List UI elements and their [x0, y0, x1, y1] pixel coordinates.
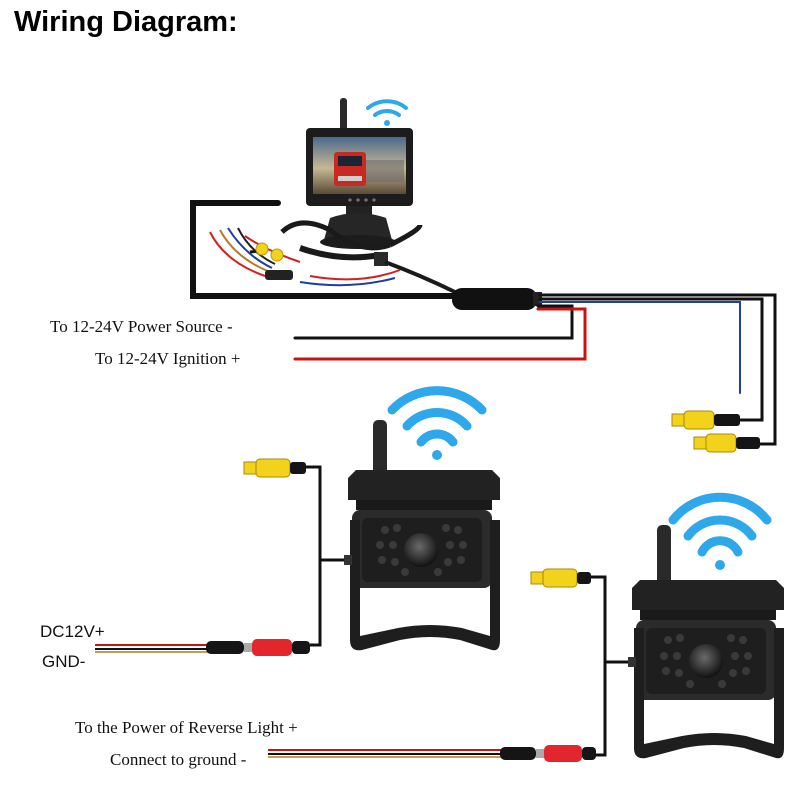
- power-plug-icon: [500, 745, 596, 762]
- label-reverse-light: To the Power of Reverse Light +: [75, 718, 298, 737]
- label-gnd: GND-: [42, 652, 86, 671]
- camera-icon: [632, 525, 784, 759]
- label-ignition: To 12-24V Ignition +: [95, 349, 241, 368]
- camera1-wiring: [95, 465, 352, 653]
- rca-connector-icon: [530, 568, 591, 588]
- monitor-harness: [209, 220, 456, 294]
- label-power-source: To 12-24V Power Source -: [50, 317, 233, 336]
- camera-icon: [348, 420, 500, 651]
- label-ground: Connect to ground -: [110, 750, 247, 769]
- camera2-wiring: [268, 575, 636, 758]
- rca-connector-icon: [671, 410, 760, 453]
- wifi-icon: [387, 386, 487, 460]
- diagram-title: Wiring Diagram:: [14, 6, 238, 38]
- wifi-icon: [668, 492, 772, 570]
- power-plug-icon: [206, 639, 310, 656]
- main-cable: [190, 200, 777, 446]
- rca-connector-icon: [243, 458, 306, 478]
- wifi-icon: [366, 99, 408, 126]
- label-dc12v: DC12V+: [40, 622, 105, 641]
